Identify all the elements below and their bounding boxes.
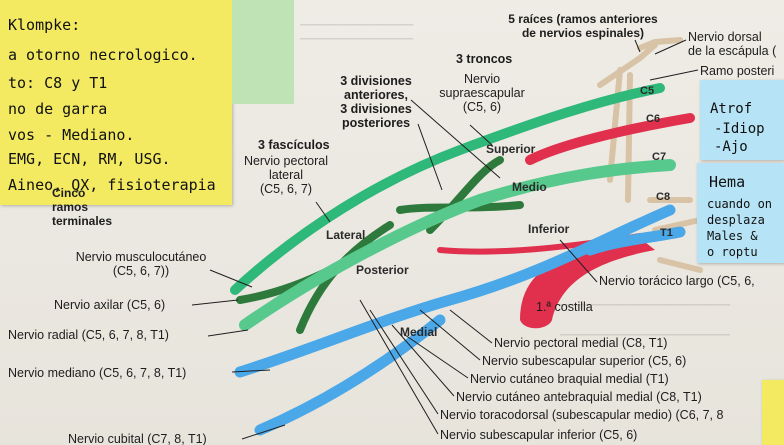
label-dorsal-scapular: Nervio dorsal de la escápula ( — [688, 30, 776, 58]
label-first-rib: 1.ª costilla — [536, 300, 593, 314]
yellow-sticky-note-edge — [762, 380, 784, 445]
note-line: Atrof — [710, 100, 752, 118]
label-lateral-cord: Lateral — [326, 228, 365, 242]
root-line — [660, 260, 700, 270]
label-median: Nervio mediano (C5, 6, 7, 8, T1) — [8, 366, 186, 380]
label-lower-subscapular: Nervio subescapular inferior (C5, 6) — [440, 428, 637, 442]
label-medial-cord: Medial — [400, 325, 437, 339]
label-medial-antebrachial-cutaneous: Nervio cutáneo antebraquial medial (C8, … — [456, 390, 702, 404]
label-thoracodorsal: Nervio toracodorsal (subescapular medio)… — [440, 408, 723, 422]
note-line: -Ajo — [714, 138, 748, 156]
label-root-c5: C5 — [640, 84, 654, 98]
note-line: no de garra — [8, 100, 107, 118]
label-medial-brachial-cutaneous: Nervio cutáneo braquial medial (T1) — [470, 372, 669, 386]
label-inferior-trunk: Inferior — [528, 222, 569, 236]
label-three-trunks: 3 troncos — [456, 52, 512, 66]
label-axillary: Nervio axilar (C5, 6) — [54, 298, 165, 312]
label-three-divisions: 3 divisiones anteriores, 3 divisiones po… — [330, 74, 422, 130]
note-line: vos - Mediano. — [8, 126, 134, 144]
green-sticky-note — [232, 0, 294, 104]
label-root-c8: C8 — [656, 190, 670, 204]
label-five-terminal: Cinco ramos terminales — [52, 186, 112, 228]
label-five-roots: 5 raíces (ramos anteriores de nervios es… — [498, 12, 668, 40]
note-line: -Idiop — [714, 120, 765, 138]
note-line: Klompke: — [8, 16, 80, 34]
yellow-sticky-note: Klompke: a otorno necrologico. to: C8 y … — [0, 0, 232, 205]
label-superior-trunk: Superior — [486, 142, 535, 156]
label-radial: Nervio radial (C5, 6, 7, 8, T1) — [8, 328, 169, 342]
blue-sticky-note-top: Atrof -Idiop -Ajo — [700, 80, 784, 160]
label-root-c6: C6 — [646, 112, 660, 126]
root-line — [610, 70, 620, 180]
label-long-thoracic: Nervio torácico largo (C5, 6, — [599, 274, 755, 288]
note-line: a otorno necrologico. — [8, 46, 198, 64]
note-line: o roptu — [707, 243, 758, 261]
label-suprascapular: Nervio supraescapular (C5, 6) — [432, 72, 532, 114]
label-ulnar: Nervio cubital (C7, 8, T1) — [68, 432, 207, 445]
label-musculocutaneous: Nervio musculocutáneo (C5, 6, 7)) — [66, 250, 216, 278]
label-root-c7: C7 — [652, 150, 666, 164]
label-lateral-pectoral: Nervio pectoral lateral (C5, 6, 7) — [236, 154, 336, 196]
blue-sticky-note-mid: Hema cuando on desplaza Males & o roptu — [697, 163, 784, 263]
label-middle-trunk: Medio — [512, 180, 547, 194]
label-upper-subscapular: Nervio subescapular superior (C5, 6) — [482, 354, 686, 368]
label-posterior-cord: Posterior — [356, 263, 409, 277]
label-three-cords: 3 fascículos — [258, 138, 330, 152]
root-line — [640, 40, 680, 48]
note-line: to: C8 y T1 — [8, 74, 107, 92]
label-root-t1: T1 — [660, 226, 673, 240]
note-line: EMG, ECN, RM, USG. — [8, 150, 171, 168]
label-posterior-branch: Ramo posteri — [700, 64, 774, 78]
label-medial-pectoral: Nervio pectoral medial (C8, T1) — [494, 336, 667, 350]
note-line: Hema — [709, 173, 745, 191]
